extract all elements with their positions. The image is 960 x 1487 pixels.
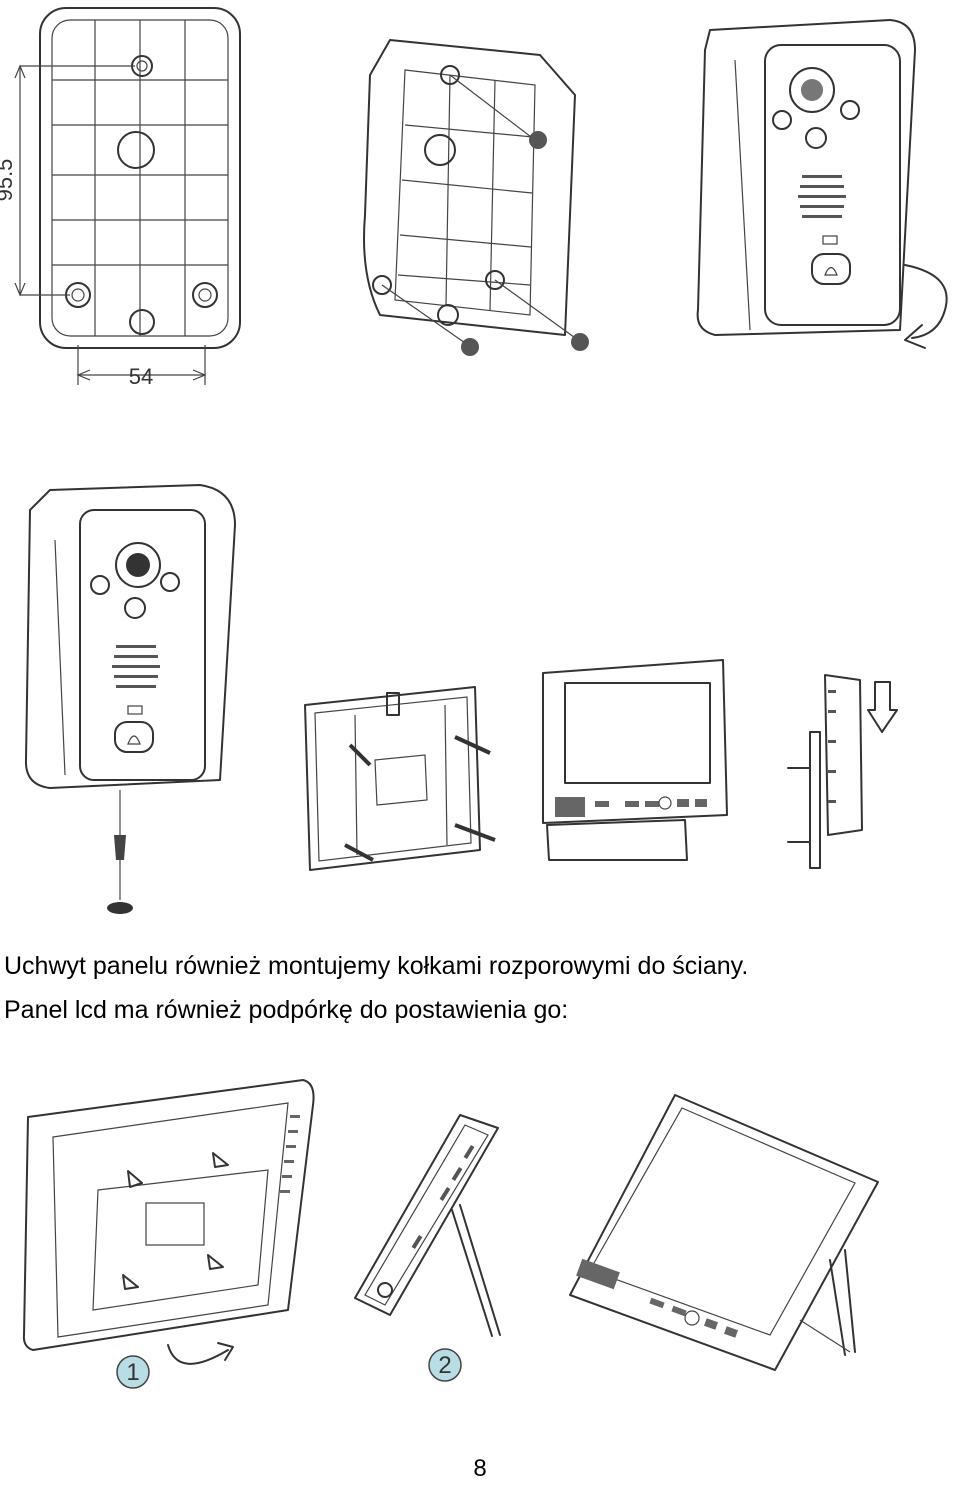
dimension-width: 54 (129, 364, 153, 389)
step-label-2: 2 (438, 1352, 451, 1379)
figure-lcd-side (780, 670, 900, 875)
figure-stand-step2: 2 (340, 1110, 520, 1390)
figure-wall-bracket (295, 685, 515, 880)
step-label-1: 1 (126, 1359, 139, 1386)
figure-doorbell-front (690, 10, 960, 355)
figure-doorbell-bottom-screw (20, 470, 250, 920)
figure-lcd-on-bracket (535, 655, 735, 865)
figure-bracket-screws (350, 15, 600, 365)
caption-stand: Panel lcd ma również podpórkę do postawi… (4, 996, 569, 1024)
figure-lcd-standing (560, 1090, 890, 1390)
figure-stand-step1: 1 (18, 1075, 318, 1395)
caption-wall-mounting: Uchwyt panelu również montujemy kołkami … (4, 952, 749, 980)
page-number: 8 (473, 1455, 487, 1482)
dimension-height: 95.5 (0, 159, 17, 202)
figure-bracket-back: 95.5 54 (0, 0, 250, 390)
